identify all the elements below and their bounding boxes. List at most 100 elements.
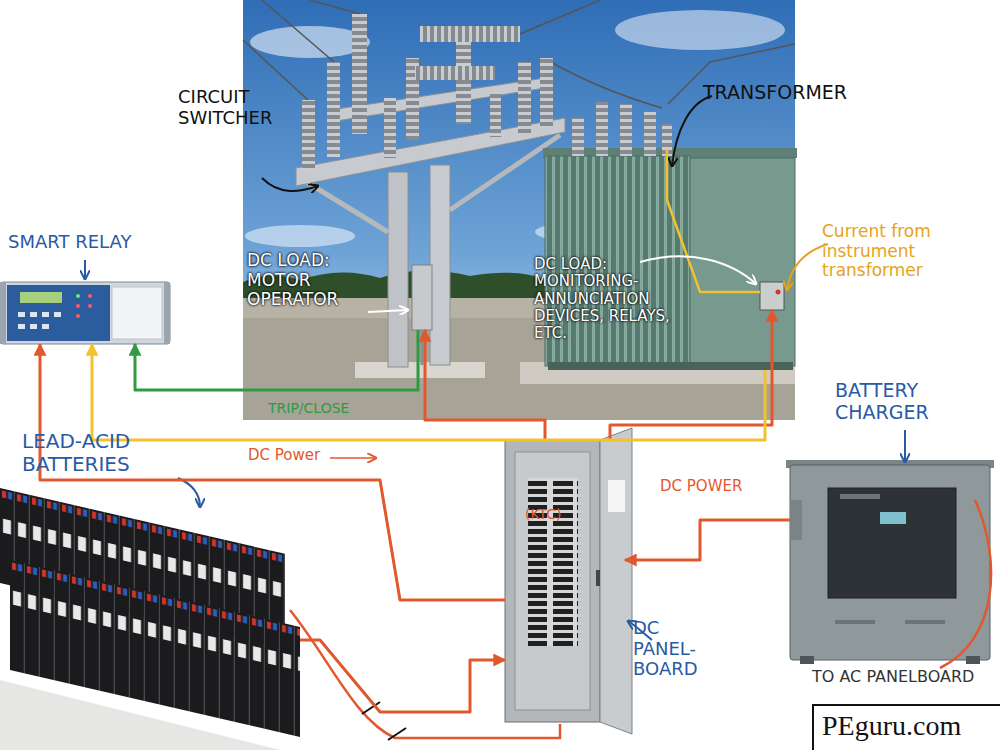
leader-line [330, 457, 376, 459]
node-heading: DC PANEL-BOARD [633, 618, 728, 680]
battery-cable [290, 610, 560, 738]
insulator [490, 92, 501, 137]
smart-relay: SMART RELAY [0, 282, 170, 344]
watermark: PEguru.com [812, 704, 1000, 750]
insulator [327, 62, 340, 157]
concrete-pad [355, 362, 485, 378]
relay-button [18, 312, 25, 317]
disconnect-switch [362, 702, 380, 714]
battery-cells [10, 560, 300, 737]
overhead-wire [262, 0, 334, 62]
bushing [620, 104, 632, 156]
cloud [245, 225, 355, 247]
charger-logo [840, 494, 880, 499]
relay-button [42, 324, 49, 329]
bushing [644, 112, 656, 156]
charger-foot [966, 656, 980, 664]
ac-feed-note: TO AC PANELBOARD [812, 668, 1000, 686]
charger-foot [800, 656, 814, 664]
edge-label: DC Power [248, 447, 338, 464]
charger-cabinet [790, 465, 990, 660]
cabinet-lamp [776, 290, 781, 295]
concrete-pad [520, 362, 795, 384]
cloud [615, 10, 785, 50]
insulator [518, 62, 531, 134]
current-signal-wire [92, 344, 765, 440]
bushing [596, 102, 608, 156]
relay-button [18, 324, 25, 329]
relay-button [30, 312, 37, 317]
overhead-wire [520, 0, 600, 34]
dc-panelboard: DC PANEL-BOARD [505, 440, 625, 725]
overhead-wire [243, 40, 308, 100]
lead-acid-batteries: LEAD-ACID BATTERIES [0, 485, 300, 750]
motor-dc-cable [425, 330, 545, 440]
relay-button [30, 324, 37, 329]
relay-led [76, 294, 80, 298]
battery-charger: BATTERY CHARGER [790, 465, 990, 660]
node-heading: CIRCUIT SWITCHER [178, 87, 293, 128]
leader-line [178, 478, 200, 507]
circuit-switcher: CIRCUIT SWITCHER [300, 15, 565, 185]
overhead-wire [310, 0, 360, 14]
battery-row [10, 560, 300, 737]
charger-vent [835, 620, 875, 624]
insulator [352, 14, 367, 134]
panel-door [600, 428, 632, 734]
relay-plate [112, 287, 162, 339]
node-heading: TRANSFORMER [703, 82, 883, 104]
breaker-stack [528, 478, 578, 646]
leader-line [84, 260, 86, 279]
charger-dc-cable [625, 520, 790, 560]
leader-line [904, 430, 906, 462]
insulator [540, 58, 553, 128]
relay-button [54, 312, 61, 317]
edge-label: Current from instrument transformer [822, 222, 962, 281]
transformer-tank [690, 158, 795, 366]
overhead-wire [547, 60, 662, 108]
transformer-base [548, 362, 793, 370]
panel-deadfront [515, 452, 590, 710]
relay-led [88, 294, 92, 298]
sky [243, 0, 795, 420]
relay-led [88, 304, 92, 308]
relay-case [0, 282, 170, 344]
door-handle [596, 570, 600, 586]
charger-display [880, 512, 906, 524]
leader-line [368, 310, 408, 312]
node-heading: LEAD-ACID BATTERIES [22, 430, 212, 476]
steel-brace [300, 178, 388, 232]
leader-line [262, 178, 318, 191]
leader-line [787, 244, 828, 290]
monitoring-cabinet: DC LOAD: MONITORING-ANNUNCIATION DEVICES… [760, 282, 784, 310]
node-heading: DC LOAD: MOTOR OPERATOR [247, 251, 397, 310]
monitoring-dc-cable [610, 310, 772, 440]
trip-close-wire [135, 330, 418, 390]
relay-display [20, 292, 62, 303]
node-heading: BATTERY CHARGER [835, 380, 975, 424]
node-heading: DC LOAD: MONITORING-ANNUNCIATION DEVICES… [534, 256, 699, 342]
interrupter [415, 66, 495, 80]
breaker-tag: (KTC) [525, 506, 585, 522]
battery-dc-cable [300, 640, 505, 712]
ct-wire [667, 150, 760, 292]
leader-line [672, 96, 712, 166]
steel-column [430, 165, 450, 365]
insulator [384, 98, 396, 158]
relay-button [42, 312, 49, 317]
rack-ear [164, 282, 170, 344]
bushing [572, 118, 584, 156]
edge-label: DC POWER [660, 478, 770, 495]
charger-vent [905, 620, 945, 624]
relay-front [7, 285, 110, 341]
disconnect-switch [388, 728, 406, 740]
motor-operator-box [412, 265, 432, 330]
rack-ear [0, 282, 6, 344]
insulator [456, 42, 471, 124]
motor-operator: DC LOAD: MOTOR OPERATOR [412, 265, 432, 330]
node-heading: SMART RELAY [8, 232, 168, 253]
panel-enclosure [505, 440, 600, 722]
